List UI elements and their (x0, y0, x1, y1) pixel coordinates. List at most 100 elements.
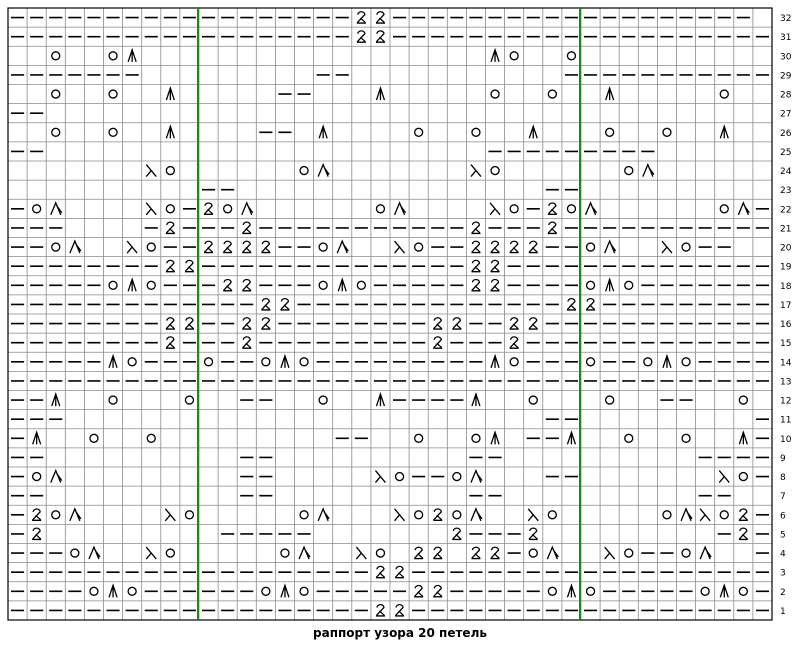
right-decrease-icon (69, 507, 82, 522)
yarn-over-icon (299, 510, 309, 520)
twisted-stitch-icon (242, 278, 252, 292)
right-decrease-icon (317, 162, 330, 177)
right-decrease-icon (546, 545, 559, 560)
right-decrease-icon (336, 239, 349, 254)
yarn-over-icon (165, 548, 176, 558)
yarn-over-icon (509, 357, 519, 367)
left-decrease-icon (164, 508, 176, 522)
yarn-over-icon (165, 165, 176, 176)
central-double-decrease-icon (32, 430, 42, 445)
yarn-over-icon (108, 280, 118, 290)
yarn-over-icon (89, 433, 99, 443)
yarn-over-icon (375, 204, 386, 214)
yarn-over-icon (605, 395, 615, 405)
yarn-over-icon (738, 471, 748, 482)
yarn-over-icon (681, 433, 691, 443)
right-decrease-icon (737, 201, 750, 216)
yarn-over-icon (108, 395, 118, 405)
twisted-stitch-icon (433, 336, 443, 349)
row-number: 14 (780, 358, 792, 368)
yarn-over-icon (471, 433, 481, 443)
twisted-stitch-icon (165, 221, 175, 235)
yarn-over-icon (624, 165, 634, 176)
central-double-decrease-icon (127, 47, 137, 63)
right-decrease-icon (699, 545, 712, 560)
row-number: 7 (780, 492, 786, 502)
yarn-over-icon (452, 471, 462, 482)
twisted-stitch-icon (528, 317, 538, 330)
central-double-decrease-icon (490, 47, 500, 63)
yarn-over-icon (509, 51, 519, 61)
yarn-over-icon (681, 242, 691, 252)
yarn-over-icon (605, 127, 615, 137)
twisted-stitch-icon (586, 297, 596, 311)
central-double-decrease-icon (566, 583, 577, 598)
yarn-over-icon (490, 89, 500, 99)
yarn-over-icon (490, 165, 500, 176)
twisted-stitch-icon (490, 240, 500, 254)
left-decrease-icon (699, 508, 711, 522)
twisted-stitch-icon (547, 202, 557, 215)
twisted-stitch-icon (395, 603, 405, 617)
yarn-over-icon (108, 127, 118, 137)
row-number: 6 (780, 511, 786, 521)
central-double-decrease-icon (719, 583, 729, 598)
yarn-over-icon (184, 510, 195, 520)
twisted-stitch-icon (242, 221, 252, 235)
row-number: 27 (780, 110, 791, 120)
row-number: 29 (780, 71, 792, 81)
yarn-over-icon (662, 127, 672, 137)
row-number: 25 (780, 148, 791, 158)
right-decrease-icon (470, 507, 483, 522)
yarn-over-icon (184, 395, 195, 405)
left-decrease-icon (145, 202, 157, 216)
twisted-stitch-icon (165, 336, 175, 349)
right-decrease-icon (69, 239, 82, 254)
yarn-over-icon (51, 510, 61, 520)
yarn-over-icon (165, 204, 176, 214)
row-number: 26 (780, 129, 792, 139)
yarn-over-icon (127, 586, 137, 596)
right-decrease-icon (88, 545, 101, 560)
central-double-decrease-icon (738, 430, 748, 445)
central-double-decrease-icon (605, 86, 615, 101)
yarn-over-icon (108, 51, 118, 61)
twisted-stitch-icon (204, 240, 214, 254)
twisted-stitch-icon (32, 508, 42, 521)
central-double-decrease-icon (51, 392, 61, 407)
left-decrease-icon (604, 546, 616, 560)
yarn-over-icon (127, 357, 137, 367)
yarn-over-icon (108, 89, 118, 99)
row-number: 5 (780, 530, 786, 540)
yarn-over-icon (318, 242, 328, 252)
row-number: 19 (780, 263, 792, 273)
twisted-stitch-icon (356, 30, 366, 43)
yarn-over-icon (681, 357, 691, 367)
twisted-stitch-icon (433, 584, 443, 598)
twisted-stitch-icon (375, 11, 385, 24)
twisted-stitch-icon (165, 317, 175, 330)
row-number: 18 (780, 282, 792, 292)
twisted-stitch-icon (356, 11, 366, 24)
twisted-stitch-icon (433, 317, 443, 330)
twisted-stitch-icon (471, 259, 481, 273)
row-number: 17 (780, 301, 791, 311)
row-number: 15 (780, 339, 791, 349)
central-double-decrease-icon (280, 353, 290, 369)
yarn-over-icon (146, 242, 156, 252)
yarn-over-icon (662, 510, 672, 520)
row-number: 23 (780, 186, 791, 196)
yarn-over-icon (222, 204, 233, 214)
yarn-over-icon (89, 586, 99, 596)
yarn-over-icon (452, 510, 462, 520)
left-decrease-icon (661, 240, 673, 254)
right-decrease-icon (241, 201, 254, 216)
twisted-stitch-icon (223, 240, 233, 254)
twisted-stitch-icon (471, 278, 481, 292)
twisted-stitch-icon (375, 30, 385, 43)
yarn-over-icon (413, 510, 424, 520)
twisted-stitch-icon (433, 546, 443, 560)
twisted-stitch-icon (490, 546, 500, 560)
twisted-stitch-icon (490, 278, 500, 292)
twisted-stitch-icon (566, 297, 576, 311)
